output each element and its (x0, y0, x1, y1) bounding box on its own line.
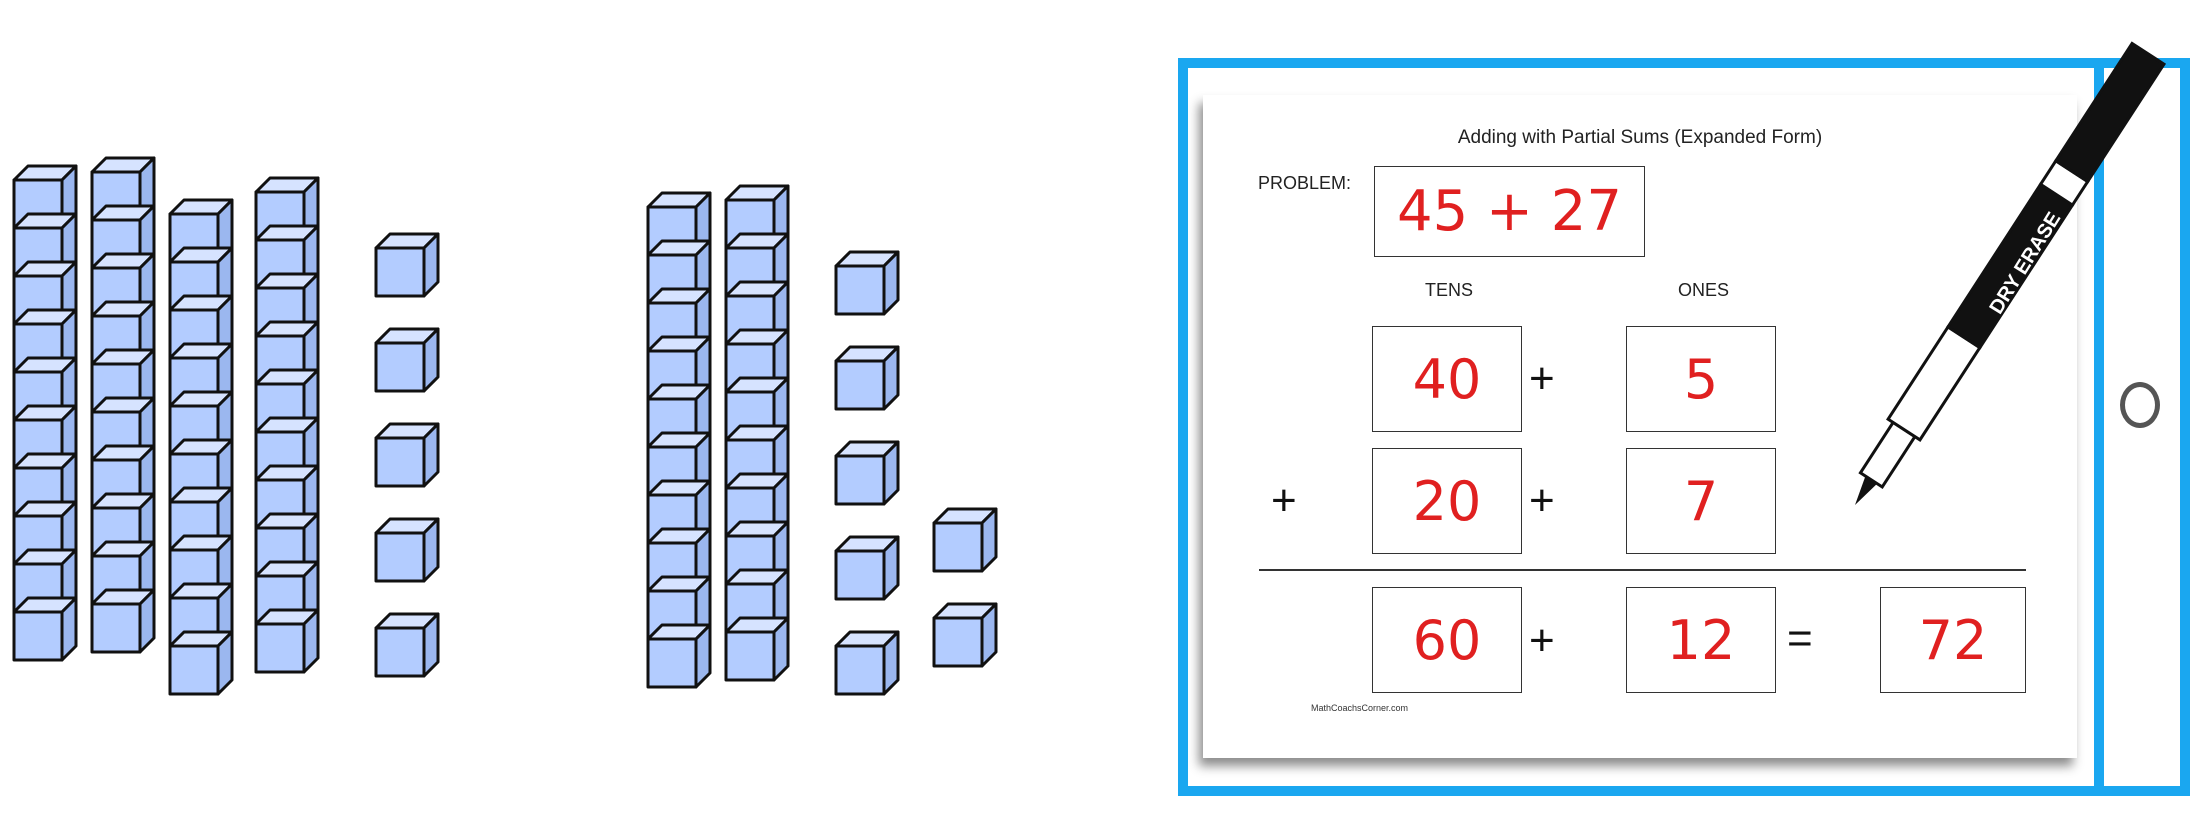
tens-rod (254, 176, 320, 674)
sleeve-binder-strip (2094, 58, 2104, 796)
row2-leading-plus-sign: + (1271, 476, 1297, 525)
tens-rod (168, 198, 234, 696)
tens-header: TENS (1425, 280, 1474, 300)
ones-cube (374, 422, 440, 488)
ones-cube (932, 507, 998, 573)
row2-ones-box: 7 (1626, 448, 1776, 554)
binder-ring-icon (2120, 382, 2160, 428)
ones-cube (834, 630, 900, 696)
sum-line (1259, 569, 2026, 571)
tens-rod (90, 156, 156, 654)
ones-cube (374, 517, 440, 583)
partial-sums-worksheet: Adding with Partial Sums (Expanded Form)… (1203, 95, 2077, 758)
equals-sign: = (1787, 614, 1813, 663)
row1-tens-box: 40 (1372, 326, 1522, 432)
worksheet-title: Adding with Partial Sums (Expanded Form) (1457, 127, 1823, 148)
ones-cube (834, 440, 900, 506)
problem-box: 45 + 27 (1374, 166, 1645, 257)
result-tens-box: 60 (1372, 587, 1522, 693)
ones-cube (834, 535, 900, 601)
ones-cube (374, 232, 440, 298)
result-plus-sign: + (1529, 616, 1555, 665)
tens-rod (724, 184, 790, 682)
row1-plus-sign: + (1529, 354, 1555, 403)
ones-cube (374, 327, 440, 393)
tens-rod (12, 164, 78, 662)
ones-cube (834, 345, 900, 411)
total-box: 72 (1880, 587, 2026, 693)
row1-ones-box: 5 (1626, 326, 1776, 432)
base-ten-blocks (12, 156, 998, 696)
row2-plus-sign: + (1529, 476, 1555, 525)
tens-rod (646, 191, 712, 689)
ones-cube (932, 602, 998, 668)
worksheet-credit: MathCoachsCorner.com (1311, 703, 1409, 713)
ones-header: ONES (1678, 280, 1730, 300)
result-ones-box: 12 (1626, 587, 1776, 693)
ones-cube (374, 612, 440, 678)
row2-tens-box: 20 (1372, 448, 1522, 554)
problem-label: PROBLEM: (1258, 173, 1352, 193)
ones-cube (834, 250, 900, 316)
